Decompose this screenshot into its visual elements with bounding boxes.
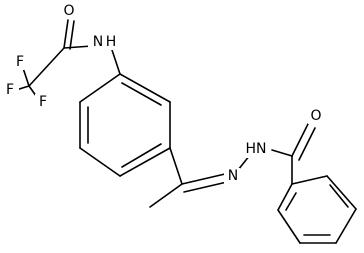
- atom-n-hydrazone: N: [228, 168, 238, 184]
- bond-nh-carbonyl: [271, 149, 293, 157]
- bond-ring-inner-1: [121, 82, 162, 106]
- bond-benzoyl-co-1: [291, 123, 309, 157]
- bond-phenyl-f: [277, 183, 293, 211]
- bond-phenyl-e: [277, 209, 301, 244]
- bond-group: [15, 19, 357, 244]
- bond-amide-co-2: [69, 20, 75, 50]
- bond-ring-inner-2: [121, 143, 162, 168]
- bond-phenyl-inner-3: [285, 192, 297, 211]
- bond-benzoyl-co-2: [298, 127, 316, 161]
- bond-amide-co-1: [63, 19, 69, 49]
- atom-h-amide: H: [106, 34, 117, 50]
- atom-o-amide: O: [63, 3, 74, 19]
- bond-cn-double-1: [181, 173, 226, 185]
- bond-phenyl-inner-1: [329, 184, 349, 208]
- bond-ring-imine-c: [169, 147, 183, 185]
- bond-ring-a: [119, 73, 171, 103]
- atom-o-benzoyl: O: [310, 108, 321, 124]
- bond-n-ring: [111, 49, 121, 75]
- atom-hn-hydrazide: HN: [246, 141, 267, 157]
- atom-n-amide: N: [93, 34, 103, 50]
- bond-ring-c: [119, 147, 171, 177]
- bond-cf3-carbonyl: [28, 47, 65, 87]
- atom-f-left: F: [6, 82, 14, 98]
- atom-f-top: F: [16, 54, 24, 70]
- bond-methyl: [149, 183, 183, 208]
- atom-f-bottom: F: [39, 94, 47, 110]
- atom-label-group: F F F O N H HN N O: [3, 3, 324, 184]
- bond-amide-cn: [63, 45, 93, 49]
- bond-phenyl-b: [326, 175, 357, 210]
- bond-phenyl-c: [335, 208, 357, 244]
- bond-cn-double-2: [183, 181, 228, 193]
- bond-phenyl-a: [291, 175, 328, 185]
- bond-ring-d: [79, 147, 121, 177]
- bond-ring-f: [79, 73, 121, 103]
